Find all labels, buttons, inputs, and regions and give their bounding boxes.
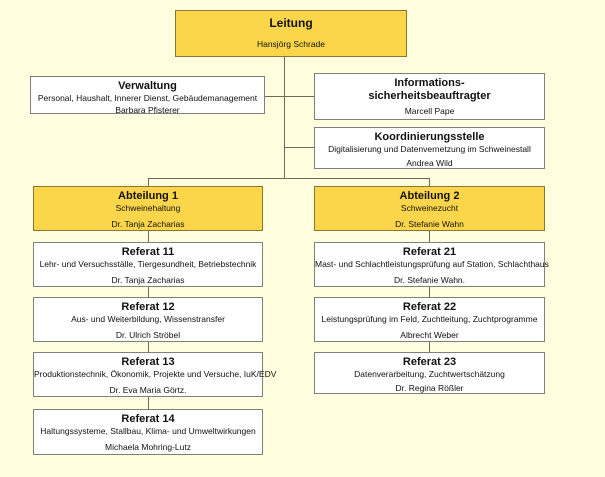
node-infosec-title-line2: sicherheitsbeauftragter — [368, 89, 491, 102]
node-abteilung1: Abteilung 1 Schweinehaltung Dr. Tanja Za… — [33, 186, 263, 231]
connector-abteilung-distribution — [148, 178, 430, 179]
node-abteilung1-subtitle: Schweinehaltung — [115, 202, 181, 213]
node-referat11-person: Dr. Tanja Zacharias — [111, 275, 185, 286]
node-leitung-person: Hansjörg Schrade — [256, 38, 326, 49]
node-referat22: Referat 22 Leistungsprüfung im Feld, Zuc… — [314, 297, 545, 342]
node-referat22-title: Referat 22 — [402, 301, 457, 313]
node-referat11: Referat 11 Lehr- und Versuchsställe, Tie… — [33, 242, 263, 287]
node-abteilung1-person: Dr. Tanja Zacharias — [111, 219, 185, 230]
connector-koordinierungsstelle — [284, 147, 314, 148]
node-verwaltung: Verwaltung Personal, Haushalt, Innerer D… — [30, 76, 265, 116]
connector-ref13-ref14 — [148, 397, 149, 409]
connector-ref11-ref12 — [148, 287, 149, 297]
connector-ref12-ref13 — [148, 342, 149, 352]
node-referat13: Referat 13 Produktionstechnik, Ökonomik,… — [33, 352, 277, 397]
node-abteilung2-person: Dr. Stefanie Wahn — [395, 219, 464, 230]
node-abteilung2-title: Abteilung 2 — [399, 190, 460, 202]
node-referat14-description: Haltungssysteme, Stallbau, Klima- und Um… — [40, 425, 256, 436]
node-referat11-title: Referat 11 — [121, 246, 175, 258]
node-abteilung2-subtitle: Schweinezucht — [400, 202, 459, 213]
node-verwaltung-description: Personal, Haushalt, Innerer Dienst, Gebä… — [37, 92, 258, 103]
connector-drop-abteilung2 — [429, 178, 430, 186]
connector-ref22-ref23 — [429, 342, 430, 352]
node-leitung-title: Leitung — [269, 16, 313, 30]
node-referat21-person: Dr. Stefanie Wahn. — [393, 275, 466, 286]
node-koordinierungsstelle-person: Andrea Wild — [406, 158, 453, 169]
node-referat22-description: Leistungsprüfung im Feld, Zuchtleitung, … — [321, 313, 538, 324]
node-referat23-person: Dr. Regina Rößler — [395, 383, 464, 394]
node-referat21-title: Referat 21 — [402, 246, 457, 258]
node-referat13-person: Dr. Eva Maria Görtz. — [109, 385, 187, 396]
connector-drop-abteilung1 — [148, 178, 149, 186]
node-referat14-person: Michaela Mohring-Lutz — [105, 442, 191, 453]
node-abteilung2: Abteilung 2 Schweinezucht Dr. Stefanie W… — [314, 186, 545, 231]
node-referat23-description: Datenverarbeitung, Zuchtwertschätzung — [354, 368, 505, 379]
node-referat12-person: Dr. Ulrich Ströbel — [115, 330, 181, 341]
node-referat23: Referat 23 Datenverarbeitung, Zuchtwerts… — [314, 352, 545, 394]
node-verwaltung-person: Barbara Pfisterer — [115, 105, 180, 116]
node-referat13-title: Referat 13 — [121, 356, 175, 368]
node-referat21-description: Mast- und Schlachtleistungsprüfung auf S… — [315, 258, 549, 269]
node-koordinierungsstelle-description: Digitalisierung und Datenvernetzung im S… — [328, 143, 531, 154]
node-referat11-description: Lehr- und Versuchsställe, Tiergesundheit… — [39, 258, 257, 269]
node-verwaltung-title: Verwaltung — [118, 80, 177, 92]
node-informationssicherheitsbeauftragter: Informations- sicherheitsbeauftragter Ma… — [314, 73, 545, 120]
node-koordinierungsstelle-title: Koordinierungsstelle — [374, 131, 485, 143]
connector-ref21-ref22 — [429, 287, 430, 297]
node-infosec-person: Marcell Pape — [404, 106, 455, 117]
node-referat12-title: Referat 12 — [121, 301, 175, 313]
connector-abt2-ref21 — [429, 231, 430, 242]
node-abteilung1-title: Abteilung 1 — [118, 190, 178, 202]
node-leitung: Leitung Hansjörg Schrade — [175, 10, 407, 57]
node-referat14: Referat 14 Haltungssysteme, Stallbau, Kl… — [33, 409, 263, 455]
node-referat21: Referat 21 Mast- und Schlachtleistungspr… — [314, 242, 549, 287]
connector-abt1-ref11 — [148, 231, 149, 242]
connector-verwaltung-infosec — [265, 96, 314, 97]
node-referat12: Referat 12 Aus- und Weiterbildung, Wisse… — [33, 297, 263, 342]
node-referat13-description: Produktionstechnik, Ökonomik, Projekte u… — [34, 368, 277, 379]
node-infosec-title-line1: Informations- — [394, 77, 465, 89]
node-referat23-title: Referat 23 — [402, 356, 457, 368]
node-koordinierungsstelle: Koordinierungsstelle Digitalisierung und… — [314, 127, 545, 169]
connector-trunk — [284, 57, 285, 178]
node-referat14-title: Referat 14 — [121, 413, 175, 425]
node-referat12-description: Aus- und Weiterbildung, Wissenstransfer — [71, 313, 225, 324]
node-referat22-person: Albrecht Weber — [400, 330, 459, 341]
